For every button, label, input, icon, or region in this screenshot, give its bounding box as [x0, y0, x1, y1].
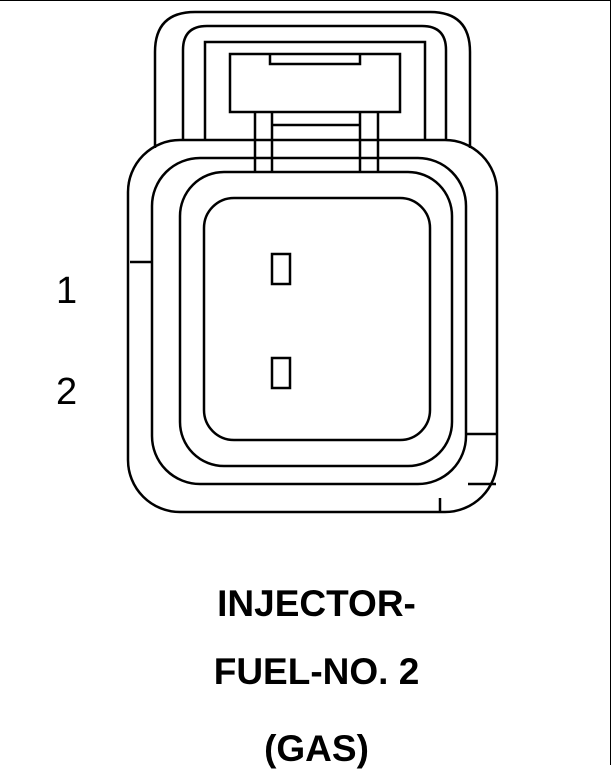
pin-label-1: 1	[56, 270, 78, 312]
connector-hood-rib	[203, 40, 427, 140]
connector-face-inner	[202, 196, 432, 442]
connector-hood-outer	[153, 10, 472, 148]
caption-component-number: FUEL-NO. 2	[213, 651, 420, 692]
latch-leg-left	[253, 112, 274, 172]
connector-hood-inner	[181, 24, 448, 140]
caption-component-name: INJECTOR-	[217, 583, 416, 624]
pin-cavity-1	[270, 252, 292, 286]
connector-face-outer	[178, 170, 454, 468]
connector-body-outer	[126, 138, 499, 514]
caption-engine-type: (GAS)	[264, 728, 369, 769]
connector-body-middle	[150, 156, 468, 486]
right-corner-tab	[438, 482, 496, 512]
latch-body	[228, 52, 402, 114]
pin-label-2: 2	[56, 371, 78, 413]
latch-leg-right	[358, 112, 380, 172]
latch-notch	[268, 54, 362, 66]
pin-cavity-2	[270, 356, 292, 390]
